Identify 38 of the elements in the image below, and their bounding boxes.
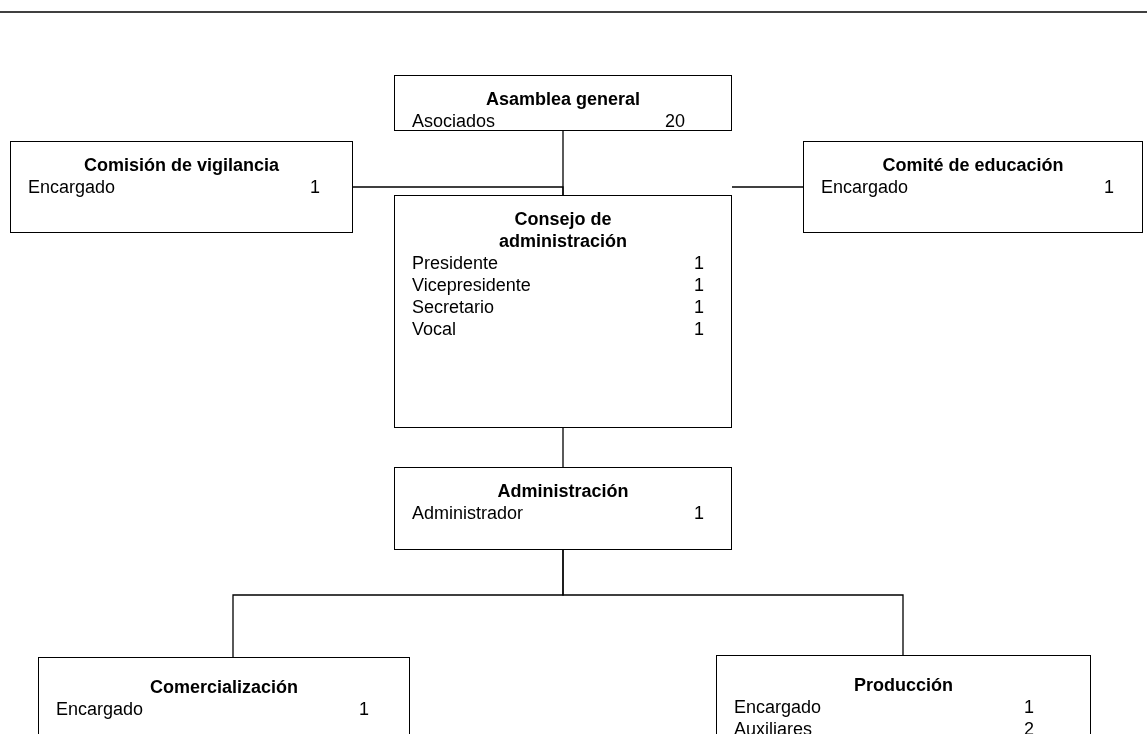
- count-value: 1: [1024, 696, 1034, 718]
- box-heading: Comisión de vigilancia: [82, 154, 280, 176]
- role-label: Encargado: [56, 698, 145, 720]
- role-label: Vicepresidente: [412, 274, 532, 296]
- role-label: Administrador: [412, 502, 525, 524]
- org-box: [394, 75, 732, 131]
- connector-line: [352, 186, 564, 196]
- box-heading: Consejo de administración: [498, 208, 628, 252]
- org-box: [394, 467, 732, 550]
- count-value: 1: [359, 698, 369, 720]
- box-heading: Comercialización: [148, 676, 300, 698]
- role-label: Encargado: [28, 176, 117, 198]
- connector-line: [562, 549, 904, 656]
- count-value: 1: [694, 252, 704, 274]
- role-label: Vocal: [412, 318, 458, 340]
- box-heading: Administración: [496, 480, 630, 502]
- box-heading: Asamblea general: [484, 88, 642, 110]
- count-value: 1: [694, 502, 704, 524]
- org-box: [394, 195, 732, 428]
- count-value: 1: [310, 176, 320, 198]
- role-label: Asociados: [412, 110, 497, 132]
- count-value: 1: [694, 274, 704, 296]
- role-label: Secretario: [412, 296, 496, 318]
- role-label: Encargado: [734, 696, 823, 718]
- count-value: 20: [664, 110, 685, 132]
- org-box: [10, 141, 353, 233]
- org-box: [38, 657, 410, 734]
- count-value: 1: [1104, 176, 1114, 198]
- box-heading: Comité de educación: [881, 154, 1065, 176]
- box-heading: Producción: [853, 674, 954, 696]
- org-box: [716, 655, 1091, 734]
- role-label: Encargado: [821, 176, 910, 198]
- org-box: [803, 141, 1143, 233]
- count-value: 1: [694, 318, 704, 340]
- connector-line: [562, 427, 564, 468]
- role-label: Presidente: [412, 252, 500, 274]
- count-value: 1: [694, 296, 704, 318]
- connector-line: [731, 186, 804, 188]
